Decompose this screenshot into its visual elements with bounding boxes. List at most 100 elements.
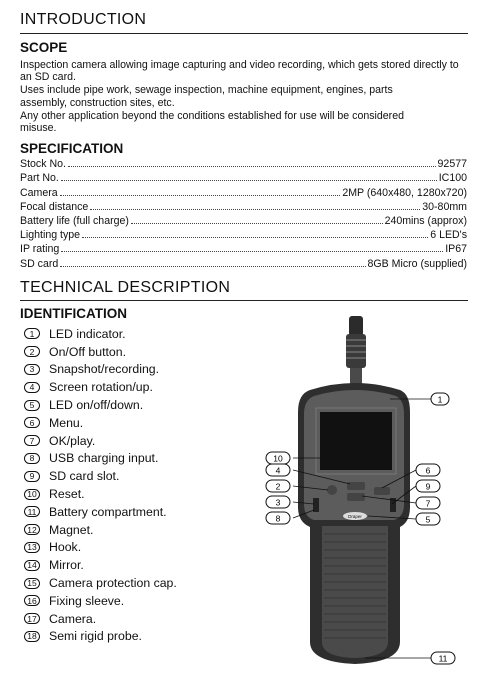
spec-value: IC100 bbox=[438, 172, 467, 185]
identification-item: 8 USB charging input. bbox=[24, 450, 177, 468]
inspection-camera-diagram: Draper 1 10 4 6 2 9 3 7 8 5 bbox=[265, 316, 456, 665]
item-label: Mirror. bbox=[49, 558, 84, 573]
item-label: Camera protection cap. bbox=[49, 576, 177, 591]
spec-label: Lighting type bbox=[20, 229, 81, 242]
item-label: Fixing sleeve. bbox=[49, 593, 125, 608]
item-number-badge: 1 bbox=[24, 328, 40, 340]
item-number-badge: 16 bbox=[24, 595, 40, 607]
spec-value: 8GB Micro (supplied) bbox=[367, 257, 468, 270]
item-label: Screen rotation/up. bbox=[49, 380, 153, 395]
spec-label: IP rating bbox=[20, 243, 60, 256]
item-number-badge: 13 bbox=[24, 541, 40, 553]
item-label: OK/play. bbox=[49, 433, 96, 448]
identification-item: 13 Hook. bbox=[24, 539, 177, 557]
identification-item: 16 Fixing sleeve. bbox=[24, 592, 177, 610]
camera-body: Draper bbox=[298, 383, 410, 664]
identification-item: 2 On/Off button. bbox=[24, 343, 177, 361]
callout-10: 10 bbox=[273, 454, 283, 464]
spec-row: IP rating IP67 bbox=[20, 241, 467, 255]
spec-row: Battery life (full charge) 240mins (appro… bbox=[20, 213, 467, 227]
item-number-badge: 10 bbox=[24, 488, 40, 500]
item-label: Battery compartment. bbox=[49, 504, 167, 519]
item-label: SD card slot. bbox=[49, 469, 120, 484]
dot-leader bbox=[130, 222, 383, 224]
item-label: USB charging input. bbox=[49, 451, 159, 466]
callout-8: 8 bbox=[276, 514, 281, 524]
item-number-badge: 15 bbox=[24, 577, 40, 589]
identification-item: 4 Screen rotation/up. bbox=[24, 378, 177, 396]
item-label: Camera. bbox=[49, 611, 97, 626]
spec-label: Focal distance bbox=[20, 200, 89, 213]
section-heading-technical-description: TECHNICAL DESCRIPTION bbox=[20, 279, 231, 296]
item-number-badge: 7 bbox=[24, 435, 40, 447]
subheading-specification: SPECIFICATION bbox=[20, 141, 124, 156]
dot-leader bbox=[82, 236, 429, 239]
dot-leader bbox=[60, 265, 366, 267]
brand-logo: Draper bbox=[348, 514, 362, 519]
item-label: Snapshot/recording. bbox=[49, 362, 160, 377]
identification-item: 17 Camera. bbox=[24, 610, 177, 628]
spec-row: Focal distance 30-80mm bbox=[20, 199, 467, 213]
dot-leader bbox=[59, 194, 341, 196]
identification-item: 18 Semi rigid probe. bbox=[24, 628, 177, 646]
identification-item: 9 SD card slot. bbox=[24, 467, 177, 485]
item-label: LED on/off/down. bbox=[49, 398, 144, 413]
identification-item: 1 LED indicator. bbox=[24, 325, 177, 343]
item-label: On/Off button. bbox=[49, 344, 127, 359]
identification-list: 1 LED indicator. 2 On/Off button. 3 Snapshot/… bbox=[24, 325, 177, 645]
item-number-badge: 17 bbox=[24, 613, 40, 625]
callout-labels: 1 10 4 6 2 9 3 7 8 5 11 bbox=[265, 392, 456, 665]
item-number-badge: 3 bbox=[24, 363, 40, 375]
spec-value: IP67 bbox=[445, 243, 467, 256]
item-number-badge: 14 bbox=[24, 559, 40, 571]
identification-item: 15 Camera protection cap. bbox=[24, 574, 177, 592]
item-number-badge: 8 bbox=[24, 452, 40, 464]
identification-item: 14 Mirror. bbox=[24, 556, 177, 574]
spec-label: Stock No. bbox=[20, 158, 66, 171]
item-label: Semi rigid probe. bbox=[49, 629, 142, 644]
item-number-badge: 4 bbox=[24, 381, 40, 393]
callout-2: 2 bbox=[276, 482, 281, 492]
scope-paragraph: Inspection camera allowing image capturi… bbox=[20, 59, 459, 84]
scope-paragraph: Any other application beyond the conditi… bbox=[20, 109, 404, 135]
spec-row: SD card 8GB Micro (supplied) bbox=[20, 255, 468, 270]
dot-leader bbox=[67, 165, 436, 168]
spec-value: 240mins (approx) bbox=[384, 214, 467, 227]
item-label: Hook. bbox=[49, 540, 82, 555]
heading-rule bbox=[20, 33, 468, 34]
spec-label: Part No. bbox=[20, 172, 59, 185]
item-number-badge: 2 bbox=[24, 346, 40, 358]
callout-9: 9 bbox=[426, 482, 431, 492]
identification-item: 7 OK/play. bbox=[24, 432, 177, 450]
item-label: Magnet. bbox=[49, 522, 94, 537]
item-number-badge: 18 bbox=[24, 630, 40, 642]
item-label: Menu. bbox=[49, 415, 84, 430]
item-number-badge: 11 bbox=[24, 506, 40, 518]
callout-1: 1 bbox=[438, 395, 443, 405]
spec-label: SD card bbox=[20, 257, 59, 270]
spec-label: Battery life (full charge) bbox=[20, 214, 129, 227]
identification-item: 11 Battery compartment. bbox=[24, 503, 177, 521]
probe-icon bbox=[346, 316, 366, 388]
item-number-badge: 9 bbox=[24, 470, 40, 482]
callout-11: 11 bbox=[439, 654, 448, 664]
spec-row: Part No. IC100 bbox=[20, 170, 467, 184]
callout-3: 3 bbox=[276, 498, 281, 508]
spec-row: Stock No. 92577 bbox=[20, 156, 467, 170]
item-label: LED indicator. bbox=[49, 326, 126, 341]
spec-value: 30-80mm bbox=[422, 200, 467, 213]
callout-7: 7 bbox=[426, 499, 431, 509]
identification-item: 3 Snapshot/recording. bbox=[24, 361, 177, 379]
callout-6: 6 bbox=[426, 466, 431, 476]
callout-4: 4 bbox=[276, 466, 281, 476]
section-heading-introduction: INTRODUCTION bbox=[20, 11, 147, 28]
subheading-scope: SCOPE bbox=[20, 40, 68, 55]
spec-value: 92577 bbox=[437, 158, 467, 171]
dot-leader bbox=[90, 208, 421, 210]
